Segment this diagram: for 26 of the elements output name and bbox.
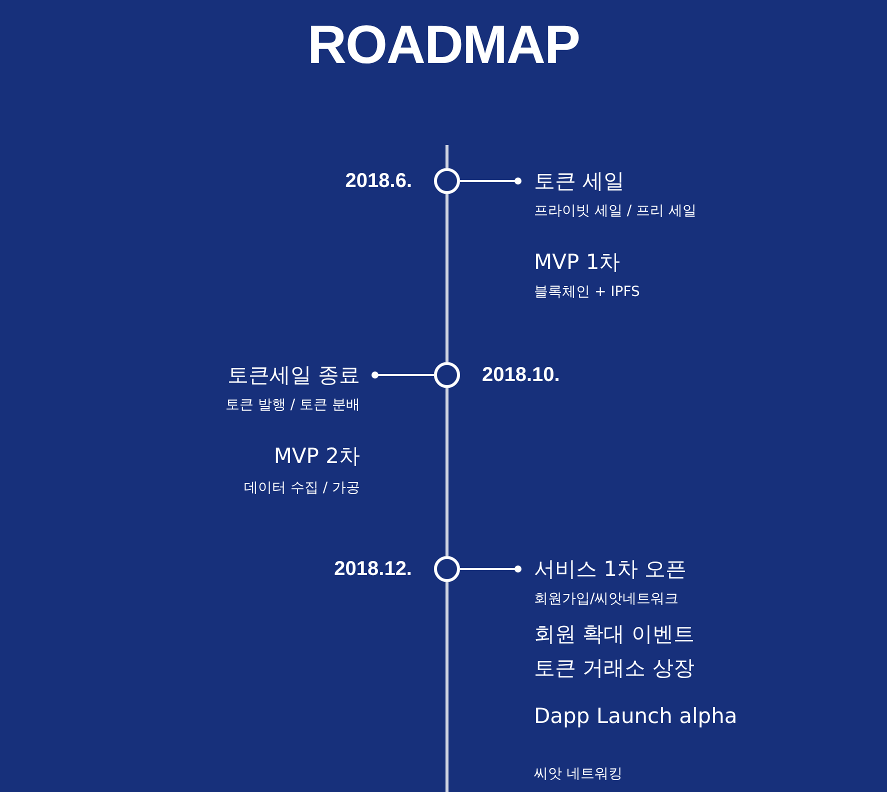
milestone-heading: MVP 2차 bbox=[274, 443, 360, 470]
date-label: 2018.6. bbox=[345, 169, 412, 194]
timeline-line bbox=[446, 388, 448, 556]
connector-line bbox=[460, 566, 522, 572]
timeline-line bbox=[446, 194, 448, 362]
milestone-heading: 회원 확대 이벤트 bbox=[534, 621, 694, 648]
milestone-detail: 토큰 발행 / 토큰 분배 bbox=[225, 396, 360, 414]
timeline-circle bbox=[434, 556, 460, 582]
milestone-detail: 프라이빗 세일 / 프리 세일 bbox=[534, 202, 697, 220]
milestone-heading: 서비스 1차 오픈 bbox=[534, 556, 687, 582]
timeline-circle bbox=[434, 362, 460, 388]
milestone-heading: 토큰세일 종료 bbox=[226, 362, 360, 388]
title: ROADMAP bbox=[306, 14, 580, 76]
connector-line bbox=[372, 372, 434, 378]
milestone-heading: 토큰 세일 bbox=[534, 168, 626, 194]
milestone-detail: 데이터 수집 / 가공 bbox=[244, 479, 360, 497]
milestone-heading: 토큰 거래소 상장 bbox=[534, 655, 694, 682]
milestone-detail: 씨앗 네트워킹 bbox=[534, 765, 622, 783]
milestone-heading: MVP 1차 bbox=[534, 249, 620, 276]
timeline-circle bbox=[434, 168, 460, 194]
milestone-detail: 블록체인 + IPFS bbox=[534, 283, 640, 301]
connector-line bbox=[460, 178, 522, 184]
date-label: 2018.12. bbox=[334, 557, 412, 582]
milestone-heading: Dapp Launch alpha bbox=[534, 704, 738, 728]
date-label: 2018.10. bbox=[482, 363, 560, 388]
milestone-detail: 회원가입/씨앗네트워크 bbox=[534, 590, 680, 608]
